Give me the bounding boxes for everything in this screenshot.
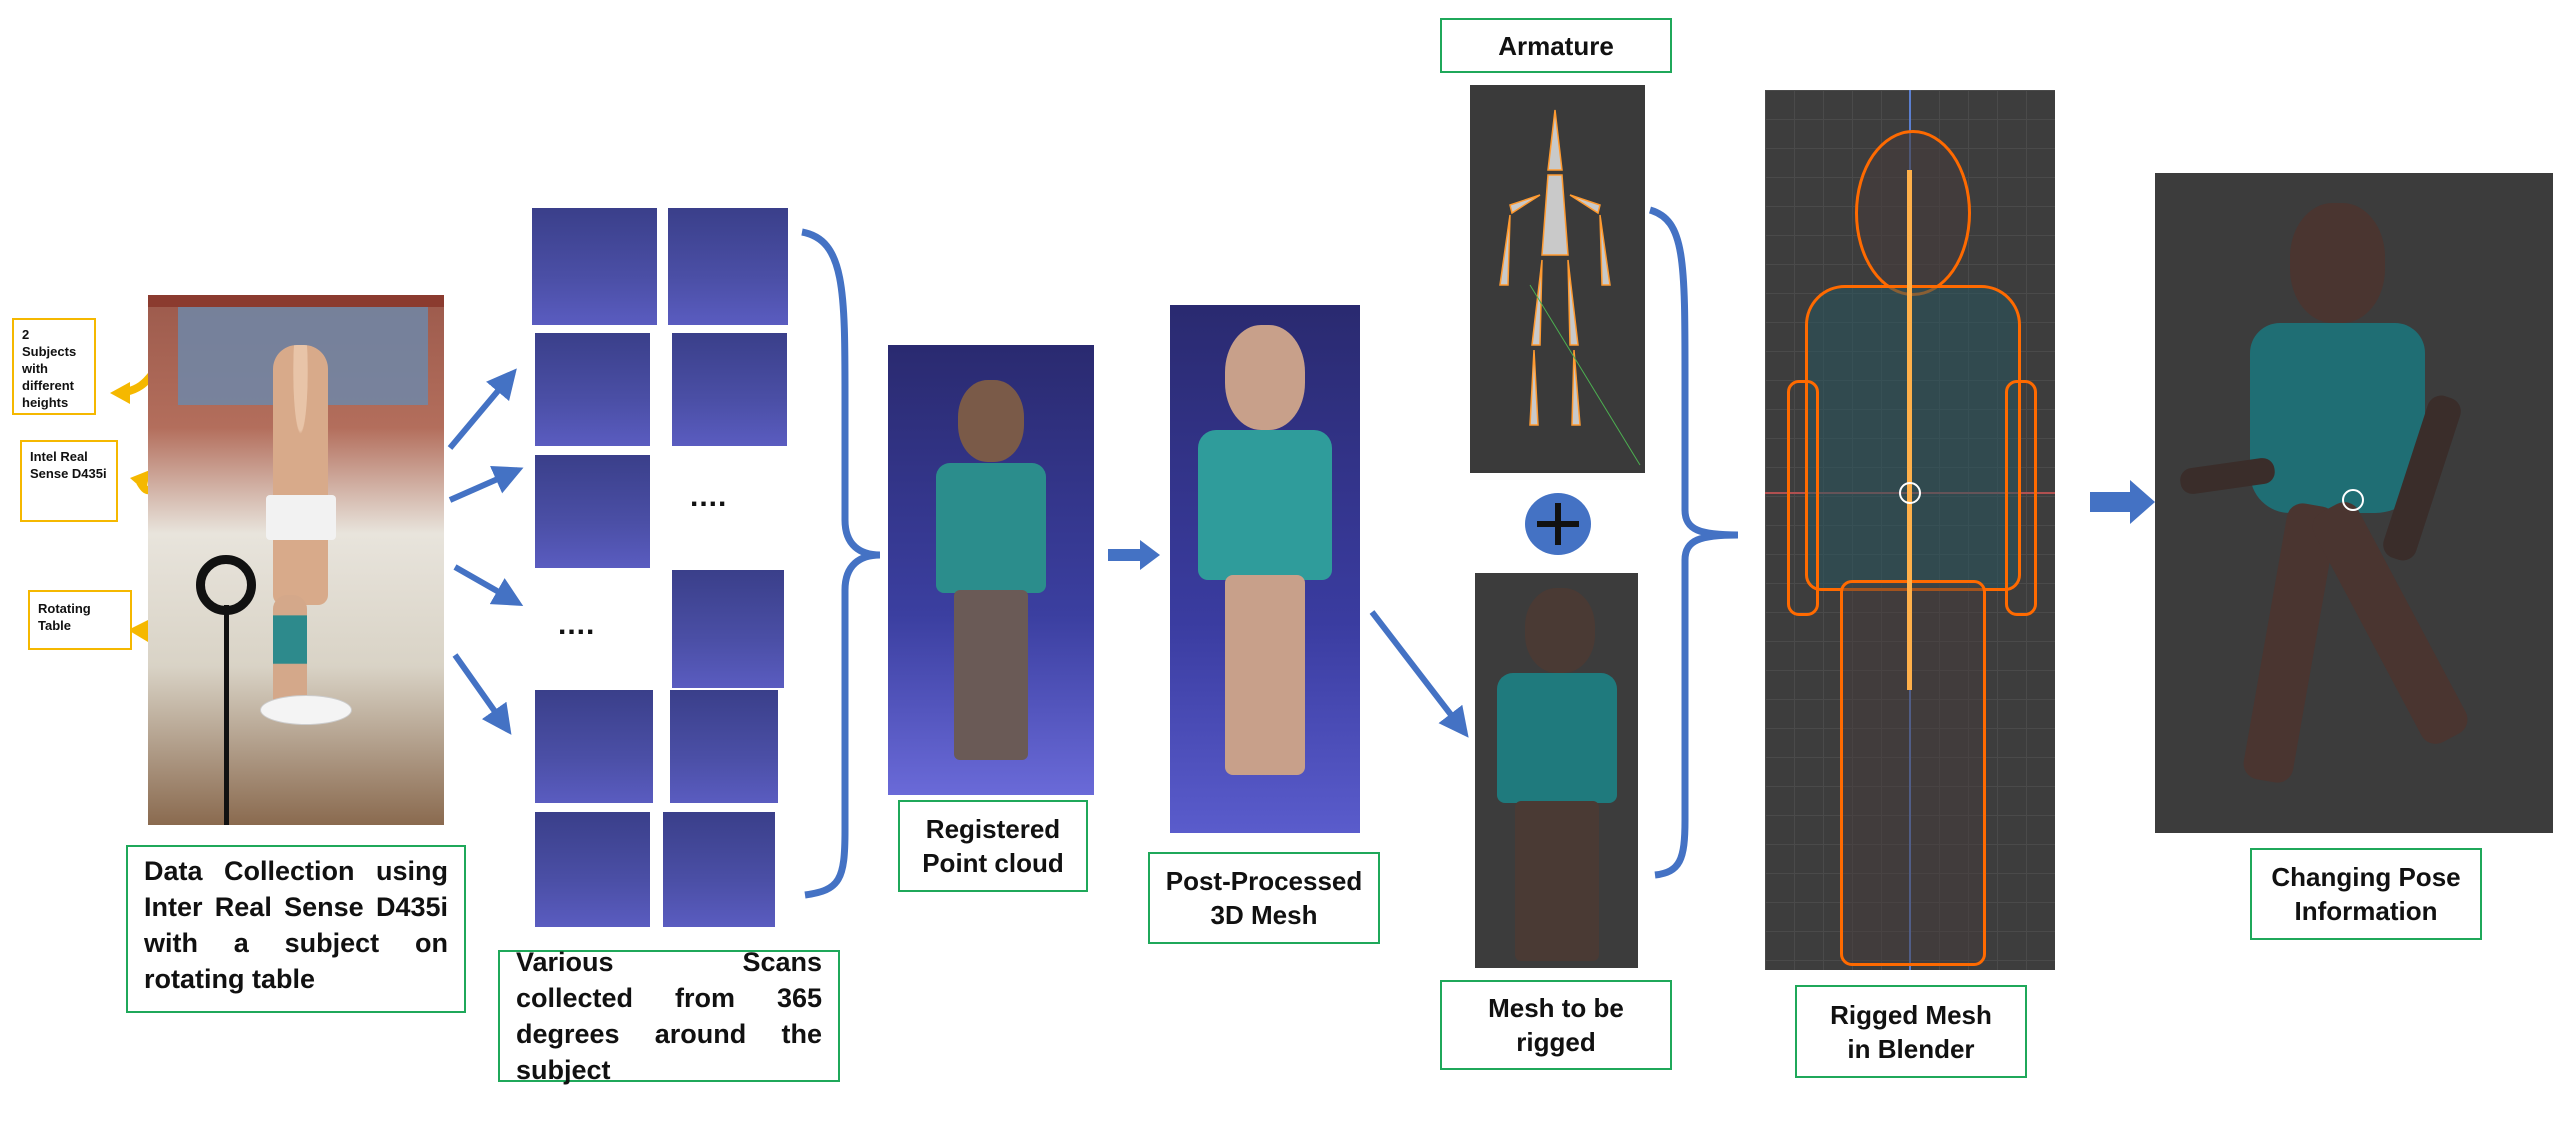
child-figure bbox=[273, 595, 307, 705]
brick-wall bbox=[148, 295, 444, 307]
scan-thumb-4 bbox=[672, 333, 787, 446]
scans-brace bbox=[801, 228, 881, 899]
scan-arrow-3 bbox=[453, 564, 524, 606]
ellipsis-1: .... bbox=[690, 480, 728, 513]
posed-origin-marker bbox=[2342, 489, 2364, 511]
ellipsis-2: .... bbox=[558, 608, 596, 641]
rigged-mesh-image bbox=[1765, 90, 2055, 970]
towel bbox=[266, 495, 336, 540]
setup-photo bbox=[148, 295, 444, 825]
mesh-head bbox=[1225, 325, 1305, 430]
point-cloud-legs bbox=[954, 590, 1028, 760]
rig-bone-spine bbox=[1907, 170, 1912, 690]
mesh-to-rig-image bbox=[1475, 573, 1638, 968]
caption-registered: Registered Point cloud bbox=[898, 800, 1088, 892]
mannequin-figure bbox=[273, 345, 328, 605]
rig-outline-head bbox=[1855, 130, 1971, 296]
caption-mesh-to-rig: Mesh to be rigged bbox=[1440, 980, 1672, 1070]
caption-data-collection: Data Collection using Inter Real Sense D… bbox=[126, 845, 466, 1013]
caption-various-scans: Various Scans collected from 365 degrees… bbox=[498, 947, 840, 1085]
scan-thumb-8 bbox=[670, 690, 778, 803]
rig-outline-body bbox=[1805, 285, 2021, 591]
arrow-to-rig-mesh bbox=[1369, 610, 1469, 738]
scan-thumb-2 bbox=[668, 208, 788, 325]
rig-outline-legs bbox=[1840, 580, 1986, 966]
rig-outline-right-arm bbox=[2005, 380, 2037, 616]
arrow-to-pose bbox=[2090, 480, 2155, 524]
scan-thumb-9 bbox=[535, 812, 650, 927]
mesh-image bbox=[1170, 305, 1360, 833]
arrow-to-mesh bbox=[1108, 540, 1160, 570]
point-cloud-head bbox=[958, 380, 1024, 462]
mesh-legs bbox=[1225, 575, 1305, 775]
plus-circle-icon bbox=[1525, 493, 1591, 555]
rotating-table bbox=[260, 695, 352, 725]
callout-subjects: 2 Subjects with different heights bbox=[12, 318, 96, 415]
rig-mesh-legs bbox=[1515, 801, 1599, 961]
scan-arrow-1 bbox=[447, 368, 517, 450]
armature-bones bbox=[1499, 109, 1641, 466]
posed-body bbox=[2250, 323, 2425, 513]
scan-thumb-1 bbox=[532, 208, 657, 325]
callout-table: Rotating Table bbox=[28, 590, 132, 650]
scan-thumb-3 bbox=[535, 333, 650, 446]
rig-mesh-body bbox=[1497, 673, 1617, 803]
scan-thumb-7 bbox=[535, 690, 653, 803]
point-cloud-body bbox=[936, 463, 1046, 593]
posed-mesh-image bbox=[2155, 173, 2553, 833]
rig-mesh-head bbox=[1525, 588, 1595, 673]
scan-thumb-10 bbox=[663, 812, 775, 927]
caption-changing-pose: Changing Pose Information bbox=[2250, 848, 2482, 940]
scan-arrow-2 bbox=[448, 465, 524, 503]
caption-armature: Armature bbox=[1440, 18, 1672, 73]
armature-image bbox=[1470, 85, 1645, 473]
scan-thumb-5 bbox=[535, 455, 650, 568]
rig-outline-left-arm bbox=[1787, 380, 1819, 616]
callout-sensor: Intel Real Sense D435i bbox=[20, 440, 118, 522]
scan-thumb-6 bbox=[672, 570, 784, 688]
tripod-pole bbox=[224, 605, 229, 825]
rig-brace bbox=[1648, 206, 1739, 879]
rig-origin-marker bbox=[1899, 482, 1921, 504]
posed-head bbox=[2290, 203, 2385, 323]
point-cloud-image bbox=[888, 345, 1094, 795]
mesh-body bbox=[1198, 430, 1332, 580]
caption-post-processed: Post-Processed 3D Mesh bbox=[1148, 852, 1380, 944]
caption-rigged-mesh: Rigged Mesh in Blender bbox=[1795, 985, 2027, 1078]
scan-arrow-4 bbox=[452, 653, 512, 735]
